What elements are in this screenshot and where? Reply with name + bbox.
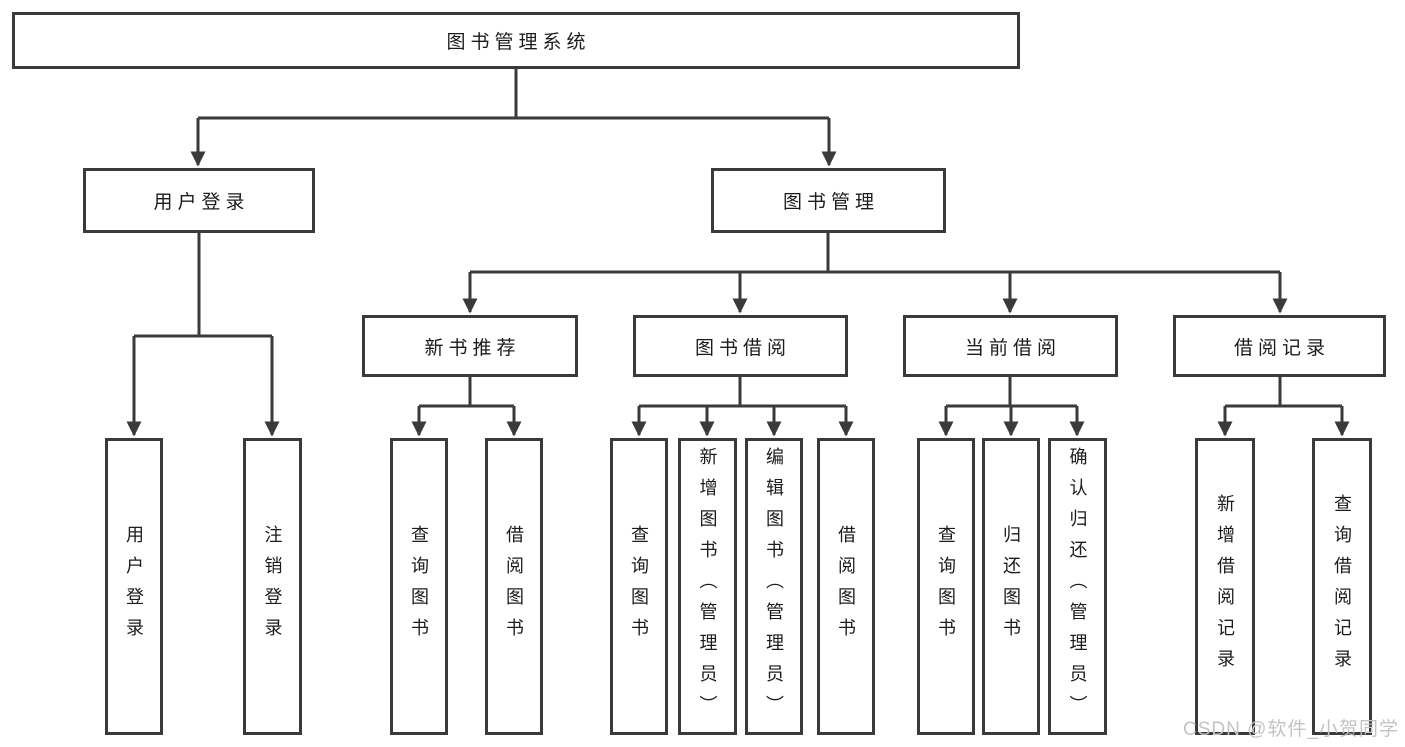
leaf-return-books: 归还图书 [982,438,1040,735]
leaf-edit-books-admin: 编辑图书（管理员） [745,438,803,735]
node-borrow-records: 借阅记录 [1173,315,1386,377]
leaf-query-books-1: 查询图书 [390,438,448,735]
leaf-add-borrow-record: 新增借阅记录 [1195,438,1255,735]
connector-root-to-level2 [190,69,837,167]
node-user-login: 用户登录 [83,168,315,233]
connector-borrow-to-leaves [631,377,854,437]
connector-newbooks-to-leaves [411,377,522,437]
leaf-borrow-books-1: 借阅图书 [485,438,543,735]
connector-current-to-leaves [938,377,1085,437]
leaf-query-borrow-record: 查询借阅记录 [1312,438,1372,735]
node-root-system: 图书管理系统 [12,12,1020,69]
leaf-query-books-2: 查询图书 [610,438,668,735]
node-book-management: 图书管理 [711,168,946,233]
connector-records-to-leaves [1217,377,1350,437]
leaf-user-login: 用户登录 [105,438,163,735]
leaf-query-books-3: 查询图书 [917,438,975,735]
connector-bookmgmt-to-level3 [462,233,1288,314]
leaf-add-books-admin: 新增图书（管理员） [678,438,737,735]
node-current-borrow: 当前借阅 [903,315,1118,377]
leaf-confirm-return-admin: 确认归还（管理员） [1048,438,1107,735]
node-new-book-recommend: 新书推荐 [362,315,578,377]
leaf-borrow-books-2: 借阅图书 [817,438,875,735]
connector-userlogin-to-leaves [126,233,280,437]
node-book-borrow: 图书借阅 [633,315,848,377]
csdn-watermark: CSDN @软件_小贺同学 [1183,719,1399,740]
leaf-logout: 注销登录 [243,438,302,735]
